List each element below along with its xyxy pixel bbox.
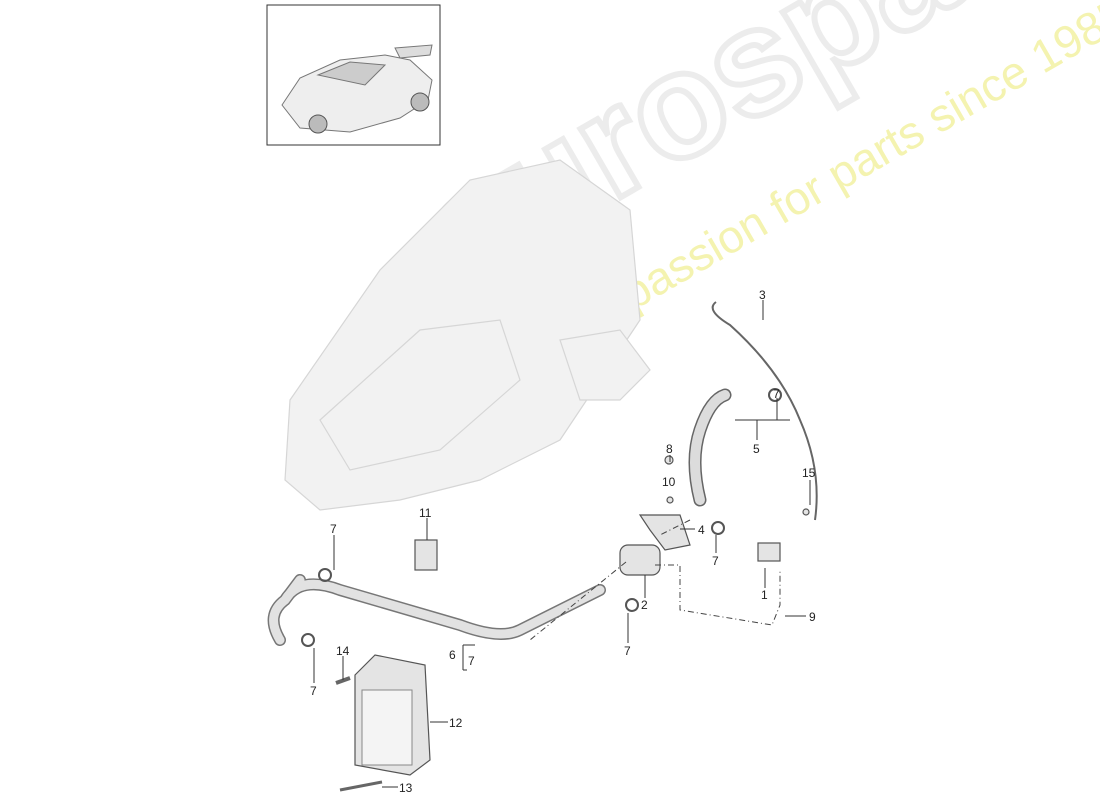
- callout-7[interactable]: 7: [330, 522, 337, 536]
- hose[interactable]: [688, 388, 732, 507]
- leader-lines: [313, 300, 811, 788]
- screw[interactable]: [335, 676, 351, 685]
- callout-12[interactable]: 12: [449, 716, 463, 730]
- callout-7[interactable]: 7: [624, 644, 631, 658]
- clip[interactable]: [414, 539, 438, 571]
- callout-7[interactable]: 7: [468, 654, 475, 668]
- callout-3[interactable]: 3: [759, 288, 766, 302]
- callout-14[interactable]: 14: [336, 644, 350, 658]
- callout-9[interactable]: 9: [809, 610, 816, 624]
- callout-7[interactable]: 7: [310, 684, 317, 698]
- callout-15[interactable]: 15: [802, 466, 816, 480]
- oil-cooler[interactable]: [354, 654, 431, 776]
- callout-8[interactable]: 8: [666, 442, 673, 456]
- callout-1[interactable]: 1: [761, 588, 768, 602]
- callout-10[interactable]: 10: [662, 475, 676, 489]
- callout-2[interactable]: 2: [641, 598, 648, 612]
- callout-13[interactable]: 13: [399, 781, 413, 795]
- callout-4[interactable]: 4: [698, 523, 705, 537]
- vehicle-thumbnail[interactable]: [266, 4, 441, 146]
- callouts: 3 7 5 8 10 15 11 7 4 7 2 1 9 7 6 7 14 7 …: [310, 288, 816, 795]
- callout-5[interactable]: 5: [753, 442, 760, 456]
- bracket[interactable]: [757, 542, 781, 562]
- bolt[interactable]: [339, 780, 383, 792]
- callout-7[interactable]: 7: [712, 554, 719, 568]
- cable[interactable]: [711, 301, 818, 521]
- pipe-assembly[interactable]: [267, 574, 606, 646]
- callout-11[interactable]: 11: [419, 506, 432, 520]
- hose-clamps[interactable]: [301, 388, 782, 647]
- gearbox-ghost: [284, 159, 651, 511]
- stud-15[interactable]: [802, 508, 810, 516]
- screw-8[interactable]: [664, 455, 674, 465]
- nut-10[interactable]: [666, 496, 674, 504]
- callout-7[interactable]: 7: [773, 387, 780, 401]
- callout-6[interactable]: 6: [449, 648, 456, 662]
